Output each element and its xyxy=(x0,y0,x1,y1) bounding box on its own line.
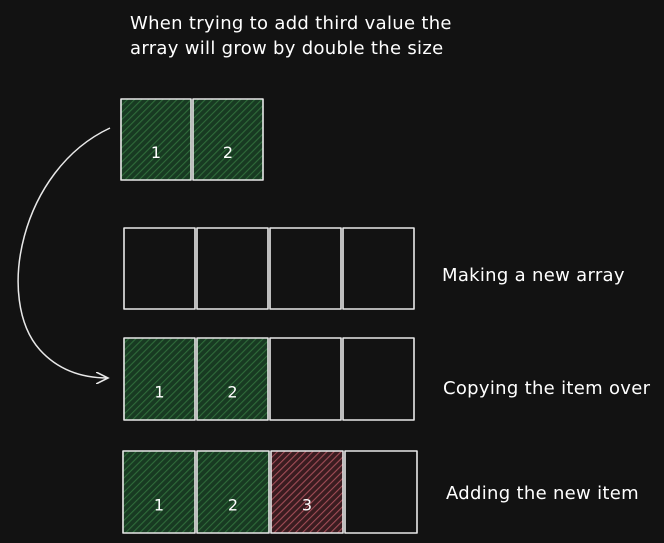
array-cell: 2 xyxy=(192,98,264,181)
note-line-2: array will grow by double the size xyxy=(130,38,443,59)
array-cell: 2 xyxy=(196,450,270,534)
cell-box xyxy=(196,337,269,421)
cell-box xyxy=(269,337,342,421)
copy-arrow xyxy=(17,127,111,378)
cell-value: 1 xyxy=(154,383,164,402)
array-cell: 2 xyxy=(196,337,269,421)
cell-box xyxy=(196,227,269,310)
cell-value: 3 xyxy=(302,496,312,515)
label-adding-new-item: Adding the new item xyxy=(446,483,639,504)
cell-box xyxy=(342,227,415,310)
array-cell xyxy=(269,337,342,421)
array-cell: 1 xyxy=(120,98,192,181)
label-copying-items: Copying the item over xyxy=(443,378,651,399)
cell-box xyxy=(344,450,418,534)
array-cell xyxy=(196,227,269,310)
array-cell: 1 xyxy=(123,337,196,421)
cell-value: 1 xyxy=(154,496,164,515)
cell-box xyxy=(270,450,344,534)
note-line-1: When trying to add third value the xyxy=(130,13,452,34)
cell-value: 2 xyxy=(223,143,233,162)
cell-value: 2 xyxy=(227,383,237,402)
array-cell xyxy=(123,227,196,310)
array-cell xyxy=(342,337,415,421)
cell-box xyxy=(123,227,196,310)
array-cell: 3 xyxy=(270,450,344,534)
cell-box xyxy=(120,98,192,181)
cell-box xyxy=(192,98,264,181)
label-making-new-array: Making a new array xyxy=(442,265,625,286)
cell-value: 1 xyxy=(151,143,161,162)
cell-box xyxy=(196,450,270,534)
cell-box xyxy=(123,337,196,421)
array-cell xyxy=(342,227,415,310)
cell-value: 2 xyxy=(228,496,238,515)
new-array-row xyxy=(123,227,415,310)
cell-box xyxy=(269,227,342,310)
cell-box xyxy=(342,337,415,421)
array-cell: 1 xyxy=(122,450,196,534)
array-cell xyxy=(269,227,342,310)
array-cell xyxy=(344,450,418,534)
cell-box xyxy=(122,450,196,534)
add-item-row: 1 2 3 xyxy=(122,450,418,534)
